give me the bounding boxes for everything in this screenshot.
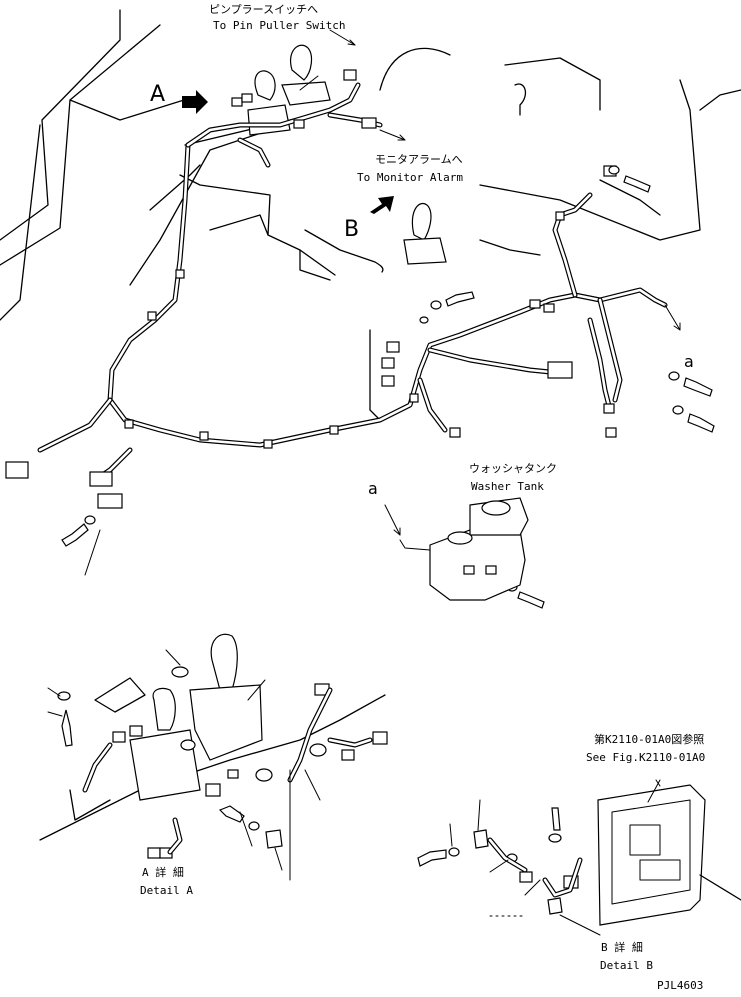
label-detail-b-en: Detail B	[600, 959, 653, 972]
leader-lines-upper	[84, 29, 681, 576]
connectors-upper	[5, 69, 617, 509]
label-view-b: B	[344, 217, 359, 242]
detail-a-drawing	[39, 633, 388, 881]
label-view-a: A	[150, 82, 165, 107]
label-monitor-en: To Monitor Alarm	[357, 171, 463, 184]
label-detail-a-jp: A 詳 細	[142, 865, 184, 879]
bolts-upper	[61, 165, 715, 609]
main-harness	[37, 82, 668, 483]
washer-tank	[399, 497, 529, 601]
detail-b-drawing	[417, 779, 741, 936]
label-ref-a-lower: a	[368, 479, 378, 498]
label-detail-b-jp: B 詳 細	[601, 940, 643, 954]
label-detail-a-en: Detail A	[140, 884, 193, 897]
label-pin-puller-en: To Pin Puller Switch	[213, 19, 345, 32]
view-arrow-b	[370, 196, 394, 214]
cab-structure	[0, 9, 741, 421]
label-ref-a-upper: a	[684, 352, 694, 371]
work-lever-right	[281, 44, 331, 106]
label-drawing-no: PJL4603	[657, 979, 703, 992]
label-see-fig-en: See Fig.K2110-01A0	[586, 751, 705, 764]
label-monitor-jp: モニタアラームへ	[375, 153, 463, 166]
view-arrow-a	[182, 90, 208, 114]
label-washer-jp: ウォッシャタンク	[469, 462, 557, 475]
travel-lever-b	[403, 203, 447, 265]
label-washer-en: Washer Tank	[471, 480, 544, 493]
label-pin-puller-jp: ピンプラースイッチへ	[209, 3, 318, 16]
label-see-fig-jp: 第K2110-01A0図参照	[594, 732, 704, 746]
